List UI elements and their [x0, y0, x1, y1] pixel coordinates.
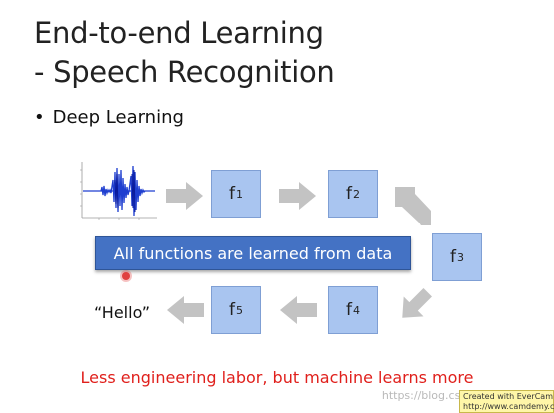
arrow-down-right-icon — [395, 187, 431, 225]
function-label: f — [229, 184, 235, 204]
bullet-text: Deep Learning — [52, 107, 184, 128]
output-text-hello: “Hello” — [94, 303, 151, 322]
evercam-badge[interactable]: Created with EverCam http://www.camdemy.… — [459, 390, 554, 413]
function-label: f — [229, 300, 235, 320]
slide-title-line-2: - Speech Recognition — [34, 55, 335, 89]
function-subscript: 3 — [457, 250, 464, 264]
function-subscript: 5 — [236, 303, 243, 317]
function-subscript: 1 — [236, 187, 243, 201]
footer-caption: Less engineering labor, but machine lear… — [80, 368, 474, 387]
slide-title-line-1: End-to-end Learning — [34, 16, 324, 50]
arrow-left-icon — [167, 296, 204, 324]
bullet-item: • Deep Learning — [34, 107, 184, 128]
function-subscript: 4 — [353, 303, 360, 317]
arrow-down-left-icon — [402, 288, 432, 318]
function-label: f — [346, 184, 352, 204]
pointer-dot-icon — [122, 272, 130, 280]
function-subscript: 2 — [353, 187, 360, 201]
function-label: f — [346, 300, 352, 320]
function-label: f — [450, 247, 456, 267]
learned-from-data-banner: All functions are learned from data — [95, 236, 411, 270]
arrow-right-icon — [166, 182, 203, 210]
evercam-line-2: http://www.camdemy.com — [463, 402, 554, 411]
evercam-line-1: Created with EverCam — [463, 392, 553, 401]
arrow-left-icon — [280, 296, 317, 324]
waveform-icon — [80, 162, 157, 220]
bullet-symbol: • — [34, 107, 45, 128]
arrow-right-icon — [279, 182, 316, 210]
